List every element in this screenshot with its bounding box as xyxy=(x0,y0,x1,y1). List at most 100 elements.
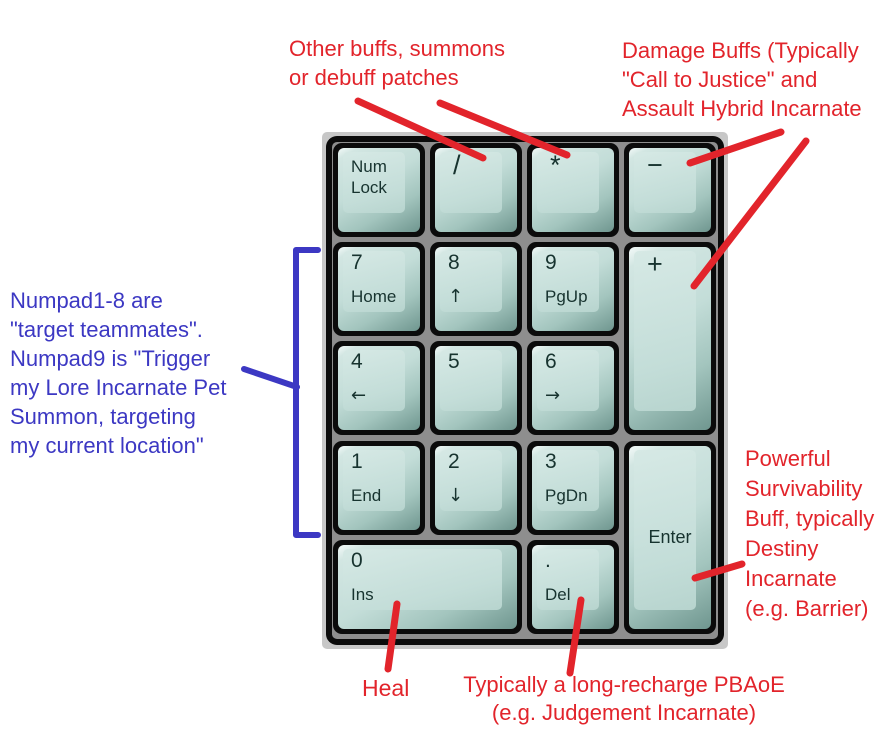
annotation-other-buffs: Other buffs, summons or debuff patches xyxy=(289,34,505,92)
key-sub-label: PgUp xyxy=(545,287,588,306)
keycap: 5 xyxy=(435,346,517,430)
key-main-label: 1 xyxy=(351,450,363,473)
text-line: Summon, targeting xyxy=(10,404,196,429)
text-line: Numpad9 is "Trigger xyxy=(10,346,211,371)
keycap: 2↓ xyxy=(435,446,517,530)
key-2: 2↓ xyxy=(430,441,522,535)
key-symbol: − xyxy=(647,150,663,180)
keycap: − xyxy=(629,148,711,232)
keycap: Enter xyxy=(629,446,711,629)
text-line: (e.g. Barrier) xyxy=(745,596,869,621)
key-arrow-icon: → xyxy=(545,385,561,406)
text-line: Destiny xyxy=(745,536,819,561)
keycap: * xyxy=(532,148,614,232)
key-main-label: 2 xyxy=(448,450,460,473)
text-line: Numpad1-8 are xyxy=(10,288,163,313)
keycap-face xyxy=(343,549,502,610)
key-8: 8↑ xyxy=(430,242,522,336)
key-sub-label: Del xyxy=(545,585,571,604)
text-line: "target teammates". xyxy=(10,317,203,342)
keycap-face xyxy=(440,251,502,312)
blue-bracket-connector xyxy=(241,366,300,390)
key-main-label: 6 xyxy=(545,350,557,373)
keycap-face xyxy=(343,251,405,312)
text-line: Buff, typically xyxy=(745,506,875,531)
text-line: "Call to Justice" and xyxy=(622,67,818,92)
key-symbol: + xyxy=(647,249,663,279)
keycap-face xyxy=(537,152,599,213)
text-line: or debuff patches xyxy=(289,65,459,90)
key-sub-label: Ins xyxy=(351,585,374,604)
text-line: my current location" xyxy=(10,433,204,458)
text-line: Assault Hybrid Incarnate xyxy=(622,96,862,121)
key-multiply: * xyxy=(527,143,619,237)
keycap: + xyxy=(629,247,711,430)
annotation-damage-buffs: Damage Buffs (Typically "Call to Justice… xyxy=(622,36,862,123)
annotation-survivability-buff: Powerful Survivability Buff, typically D… xyxy=(745,444,874,624)
keycap-face xyxy=(634,450,696,610)
key-symbol: * xyxy=(550,150,561,180)
key-add: + xyxy=(624,242,716,435)
key-decimal: . Del xyxy=(527,540,619,634)
key-6: 6→ xyxy=(527,341,619,435)
key-main-label: 8 xyxy=(448,251,460,274)
key-arrow-icon: ↑ xyxy=(448,286,464,307)
keycap-face xyxy=(440,350,502,411)
keycap-face xyxy=(537,350,599,411)
keycap-face xyxy=(440,450,502,511)
key-enter: Enter xyxy=(624,441,716,634)
keycap-face xyxy=(343,350,405,411)
keycap: . Del xyxy=(532,545,614,629)
keycap: / xyxy=(435,148,517,232)
key-divide: / xyxy=(430,143,522,237)
keycap: 4← xyxy=(338,346,420,430)
keycap-face xyxy=(634,251,696,411)
key-symbol: / xyxy=(453,150,461,180)
text-line: (e.g. Judgement Incarnate) xyxy=(491,700,757,725)
text-line: Incarnate xyxy=(745,566,837,591)
keycap-face xyxy=(343,450,405,511)
keycap-face xyxy=(440,152,502,213)
annotation-numpad-targets: Numpad1-8 are "target teammates". Numpad… xyxy=(10,286,226,460)
key-main-label: 0 xyxy=(351,549,363,572)
key-sub-label: PgDn xyxy=(545,486,588,505)
key-arrow-icon: ↓ xyxy=(448,485,464,506)
key-main-label: 5 xyxy=(448,350,460,373)
annotation-heal: Heal xyxy=(362,675,410,701)
text-line: Other buffs, summons xyxy=(289,36,506,61)
key-sub-label: End xyxy=(351,486,382,505)
key-5: 5 xyxy=(430,341,522,435)
text-line: Survivability xyxy=(745,476,863,501)
key-main-label: 7 xyxy=(351,251,363,274)
keycap-face xyxy=(634,152,696,213)
key-main-label: Enter xyxy=(648,527,692,547)
key-main-label: 4 xyxy=(351,350,363,373)
keycap-face xyxy=(537,251,599,312)
keycap-face xyxy=(537,450,599,511)
text-line: Damage Buffs (Typically xyxy=(622,38,859,63)
key-main-label: . xyxy=(545,549,551,572)
annotation-pbaoe: Typically a long-recharge PBAoE (e.g. Ju… xyxy=(456,671,792,727)
keycap: 6→ xyxy=(532,346,614,430)
key-sub-label: Home xyxy=(351,287,397,306)
key-subtract: − xyxy=(624,143,716,237)
keycap-face xyxy=(343,152,405,213)
text-line: Powerful xyxy=(745,446,831,471)
text-line: my Lore Incarnate Pet xyxy=(10,375,227,400)
key-main-label: 3 xyxy=(545,450,557,473)
